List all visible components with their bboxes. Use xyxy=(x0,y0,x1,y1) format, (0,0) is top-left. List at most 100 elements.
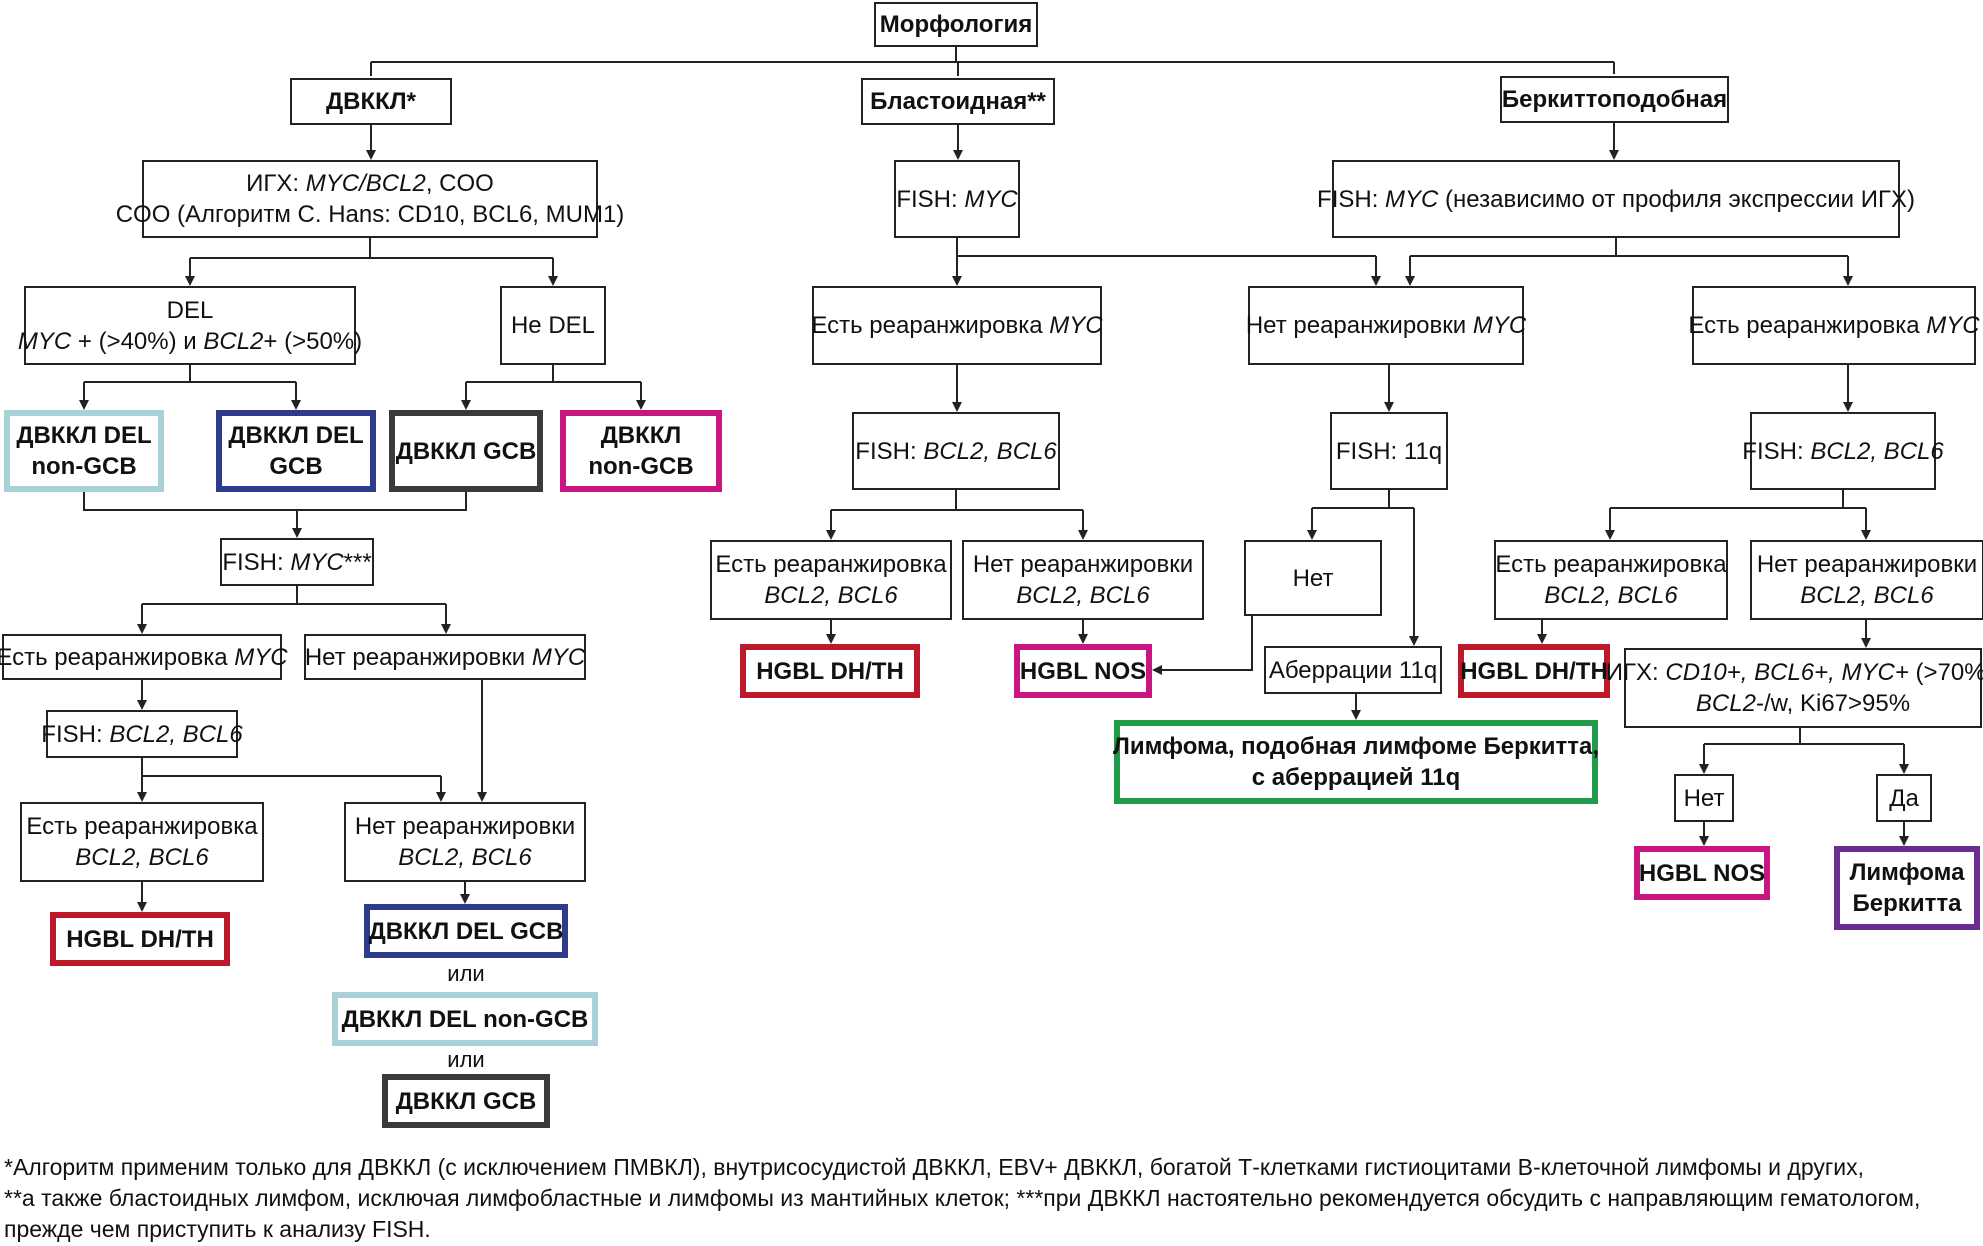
result-hgbl-nos-right: HGBL NOS xyxy=(1634,846,1770,900)
node-text-line: FISH: 11q xyxy=(1335,437,1443,465)
node-no-right: Нет xyxy=(1674,774,1734,822)
node-ihc-myc-bcl2-coo: ИГХ: MYC/BCL2, COO COO (Алгоритм C. Hans:… xyxy=(116,160,624,238)
footnote-3: прежде чем приступить к анализу FISH. xyxy=(4,1216,431,1242)
result-gcb: ДВККЛ GCB xyxy=(389,410,543,492)
node-text-line: HGBL DH/TH xyxy=(1460,657,1608,685)
node-text-line: COO (Алгоритм C. Hans: CD10, BCL6, MUM1) xyxy=(115,201,625,228)
node-text-line: DEL xyxy=(166,296,214,324)
node-text-line: ДВККЛ DEL xyxy=(228,422,364,449)
node-text-line: BCL2, BCL6 xyxy=(398,844,532,871)
result-hgbl-dh-th-left: HGBL DH/TH xyxy=(50,912,230,966)
node-fish-bcl2-bcl6-left: FISH: BCL2, BCL6 xyxy=(41,710,243,758)
node-no-myc-rearrangement-left: Нет реаранжировки MYC xyxy=(304,634,586,680)
node-fish-bcl2-bcl6-mid: FISH: BCL2, BCL6 xyxy=(852,412,1060,490)
footnote-2: **а также бластоидных лимфом, исключая л… xyxy=(4,1185,1921,1211)
node-text-line: FISH: BCL2, BCL6 xyxy=(855,437,1057,465)
node-not-del: Не DEL xyxy=(500,286,606,365)
node-text-line: HGBL NOS xyxy=(1638,859,1766,887)
node-text-line: Бластоидная** xyxy=(870,88,1046,115)
footnotes: *Алгоритм применим только для ДВККЛ (с и… xyxy=(4,1152,1920,1245)
result-non-gcb: ДВККЛ non-GCB xyxy=(560,410,722,492)
result-del-non-gcb: ДВККЛ DEL non-GCB xyxy=(4,410,164,492)
node-text-line: Нет реаранжировки MYC xyxy=(304,643,586,671)
result-hgbl-dh-th-mid: HGBL DH/TH xyxy=(740,644,920,698)
node-text-line: non-GCB xyxy=(31,453,137,480)
node-text-line: Есть реаранжировка xyxy=(1495,551,1727,578)
node-text-line: HGBL NOS xyxy=(1019,657,1147,685)
node-text-line: non-GCB xyxy=(588,453,694,480)
node-no-11q: Нет xyxy=(1244,540,1382,616)
node-no-myc-rearrangement-mid: Нет реаранжировки MYC xyxy=(1246,286,1526,365)
connector-arrow xyxy=(1152,616,1253,675)
node-text-line: Нет xyxy=(1292,564,1334,592)
node-text-line: ДВККЛ GCB xyxy=(395,437,537,465)
connector-or-1: или xyxy=(447,961,485,986)
result-hgbl-dh-th-right: HGBL DH/TH xyxy=(1458,644,1610,698)
node-text-line: Есть реаранжировка MYC xyxy=(0,643,288,671)
node-text-line: MYC + (>40%) и BCL2+ (>50%) xyxy=(17,327,363,355)
node-text-line: Есть реаранжировка MYC xyxy=(811,312,1103,339)
node-text-line: ДВККЛ DEL xyxy=(16,422,152,449)
connector-or-2: или xyxy=(447,1047,485,1072)
node-burkitt-like: Беркиттоподобная xyxy=(1500,76,1729,123)
result-gcb-final: ДВККЛ GCB xyxy=(382,1074,550,1128)
node-text-line: Нет реаранжировки xyxy=(1756,551,1978,578)
node-text-line: Есть реаранжировка MYC xyxy=(1688,312,1980,339)
node-myc-rearranged-right: Есть реаранжировка MYC xyxy=(1688,286,1980,365)
result-del-gcb: ДВККЛ DEL GCB xyxy=(216,410,376,492)
node-text-line: FISH: MYC (независимо от профиля экспрес… xyxy=(1317,185,1915,213)
result-del-gcb-final: ДВККЛ DEL GCB xyxy=(364,904,568,958)
node-text-line: ИГХ: MYC/BCL2, COO xyxy=(246,170,494,197)
node-dvkkl: ДВККЛ* xyxy=(290,78,452,125)
node-text-line: FISH: BCL2, BCL6 xyxy=(41,720,243,748)
node-fish-myc-burkitt: FISH: MYC (независимо от профиля экспрес… xyxy=(1317,160,1915,238)
node-fish-myc-3: FISH: MYC*** xyxy=(220,538,374,586)
node-text-line: Лимфома, подобная лимфоме Беркитта, xyxy=(1112,733,1600,760)
node-text-line: HGBL DH/TH xyxy=(66,925,214,953)
footnote-1: *Алгоритм применим только для ДВККЛ (с и… xyxy=(4,1154,1865,1180)
node-text-line: Лимфома xyxy=(1849,859,1965,886)
node-yes-right: Да xyxy=(1876,774,1932,822)
node-text-line: Беркитта xyxy=(1852,890,1962,917)
result-burkitt-like-11q: Лимфома, подобная лимфоме Беркитта, с абе… xyxy=(1112,720,1600,804)
node-text-line: Беркиттоподобная xyxy=(1501,86,1728,113)
node-text-line: ДВККЛ GCB xyxy=(395,1087,537,1115)
node-fish-bcl2-bcl6-right: FISH: BCL2, BCL6 xyxy=(1742,412,1944,490)
node-text-line: BCL2, BCL6 xyxy=(1544,582,1678,609)
node-text-line: ДВККЛ DEL GCB xyxy=(368,917,564,945)
node-text-line: ДВККЛ xyxy=(600,422,682,449)
node-myc-rearranged-mid: Есть реаранжировка MYC xyxy=(811,286,1103,365)
node-text-line: Морфология xyxy=(879,11,1033,38)
node-text-line: Да xyxy=(1889,784,1919,812)
node-aberration-11q: Аберрации 11q xyxy=(1264,646,1442,694)
node-fish-11q: FISH: 11q xyxy=(1330,412,1448,490)
connector-line xyxy=(83,492,467,511)
node-text-line: BCL2, BCL6 xyxy=(1016,582,1150,609)
node-text-line: BCL2, BCL6 xyxy=(75,844,209,871)
node-text-line: FISH: MYC*** xyxy=(222,548,372,576)
node-blastoid: Бластоидная** xyxy=(861,78,1055,125)
node-text-line: Нет xyxy=(1683,784,1725,812)
result-hgbl-nos-mid: HGBL NOS xyxy=(1014,644,1152,698)
node-text-line: HGBL DH/TH xyxy=(756,657,904,685)
node-text-line: с аберрацией 11q xyxy=(1251,764,1461,791)
node-text-line: Аберрации 11q xyxy=(1268,656,1438,684)
node-text-line: Есть реаранжировка xyxy=(715,551,947,578)
node-text-line: Есть реаранжировка xyxy=(26,813,258,840)
node-text-line: FISH: MYC xyxy=(896,185,1018,213)
node-text-line: ИГХ: CD10+, BCL6+, MYC+ (>70%), xyxy=(1605,659,1983,686)
node-morphology: Морфология xyxy=(874,2,1038,47)
node-myc-rearranged-left: Есть реаранжировка MYC xyxy=(0,634,288,680)
node-text-line: BCL2-/w, Ki67>95% xyxy=(1695,690,1911,717)
node-text-line: BCL2, BCL6 xyxy=(764,582,898,609)
node-text-line: ДВККЛ DEL non-GCB xyxy=(341,1005,589,1033)
node-text-line: GCB xyxy=(269,453,323,480)
